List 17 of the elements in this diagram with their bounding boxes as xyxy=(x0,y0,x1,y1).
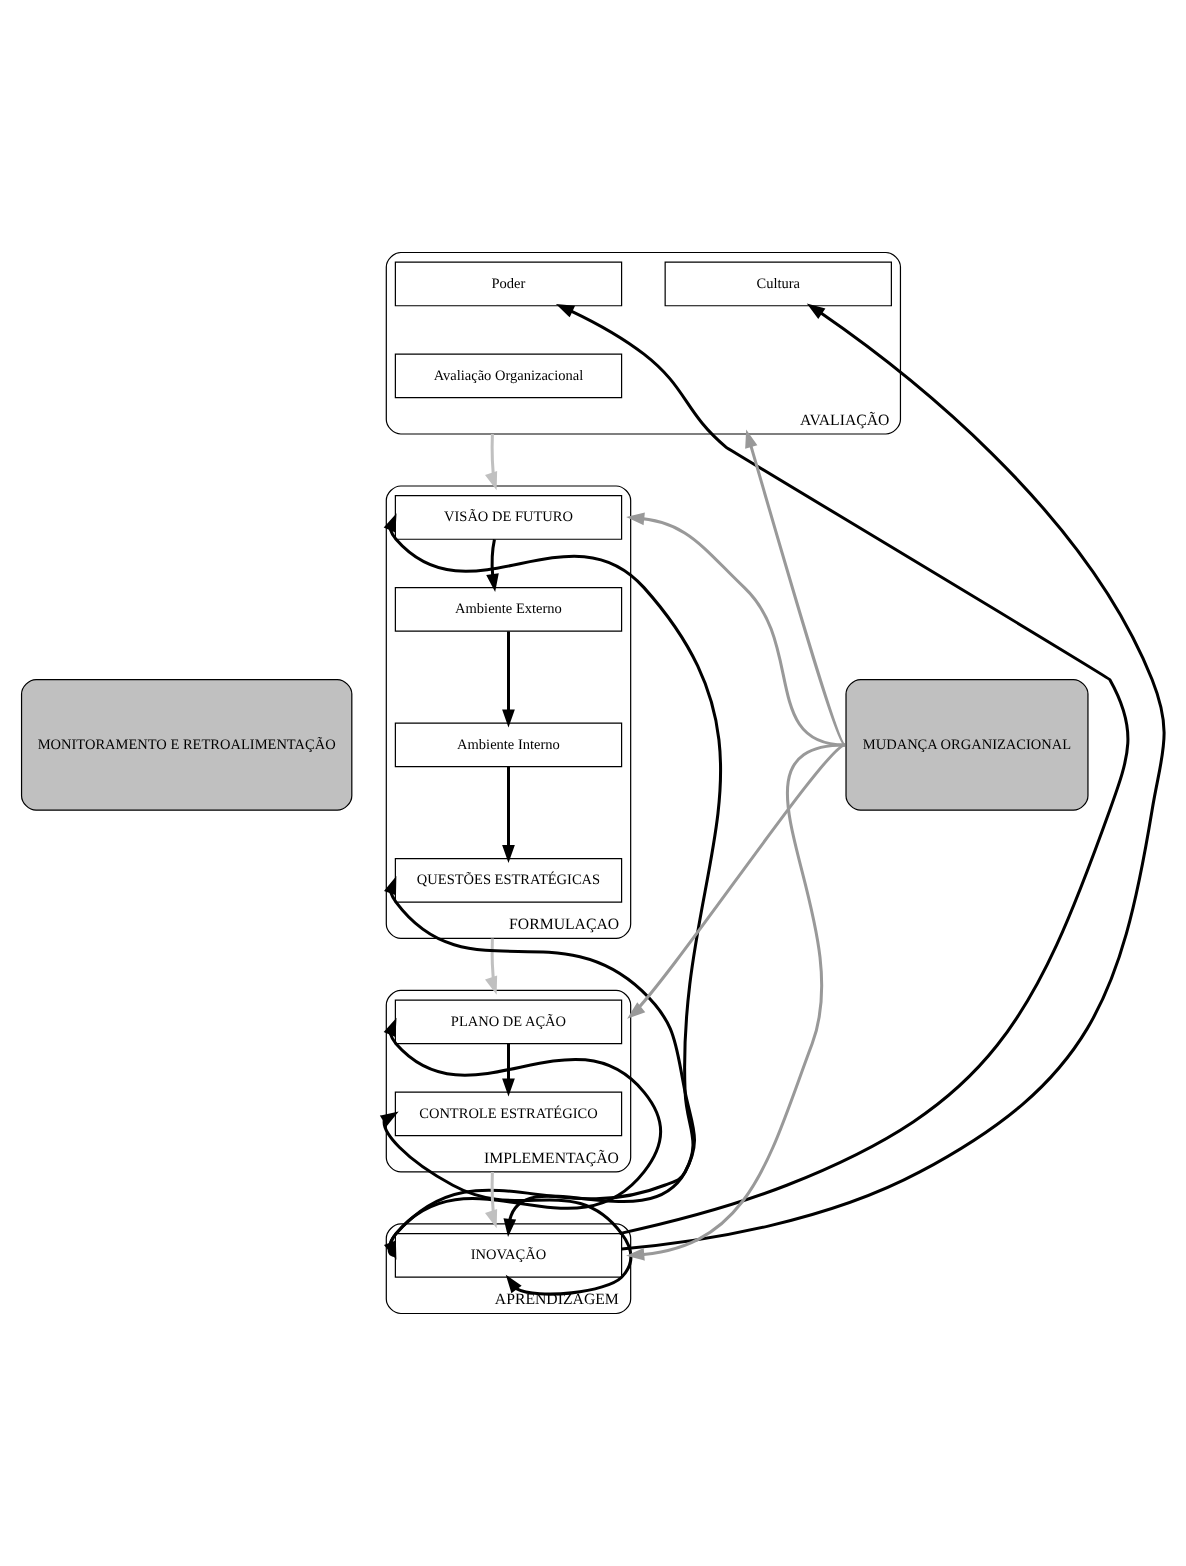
arrow xyxy=(384,876,696,1237)
arrow xyxy=(485,1171,498,1229)
arrow xyxy=(555,303,1130,1236)
arrow xyxy=(502,766,515,864)
arrow xyxy=(485,433,498,491)
arrow xyxy=(621,303,1166,1251)
arrow xyxy=(383,1017,662,1260)
arrow xyxy=(626,512,845,747)
arrow xyxy=(486,539,499,593)
arrow xyxy=(379,1111,633,1296)
arrow xyxy=(502,631,515,728)
arrow xyxy=(745,429,846,746)
arrow xyxy=(626,743,845,1261)
arrow xyxy=(502,1043,515,1097)
arrow xyxy=(485,938,498,995)
arrow xyxy=(627,743,846,1019)
arrow xyxy=(383,513,722,1257)
